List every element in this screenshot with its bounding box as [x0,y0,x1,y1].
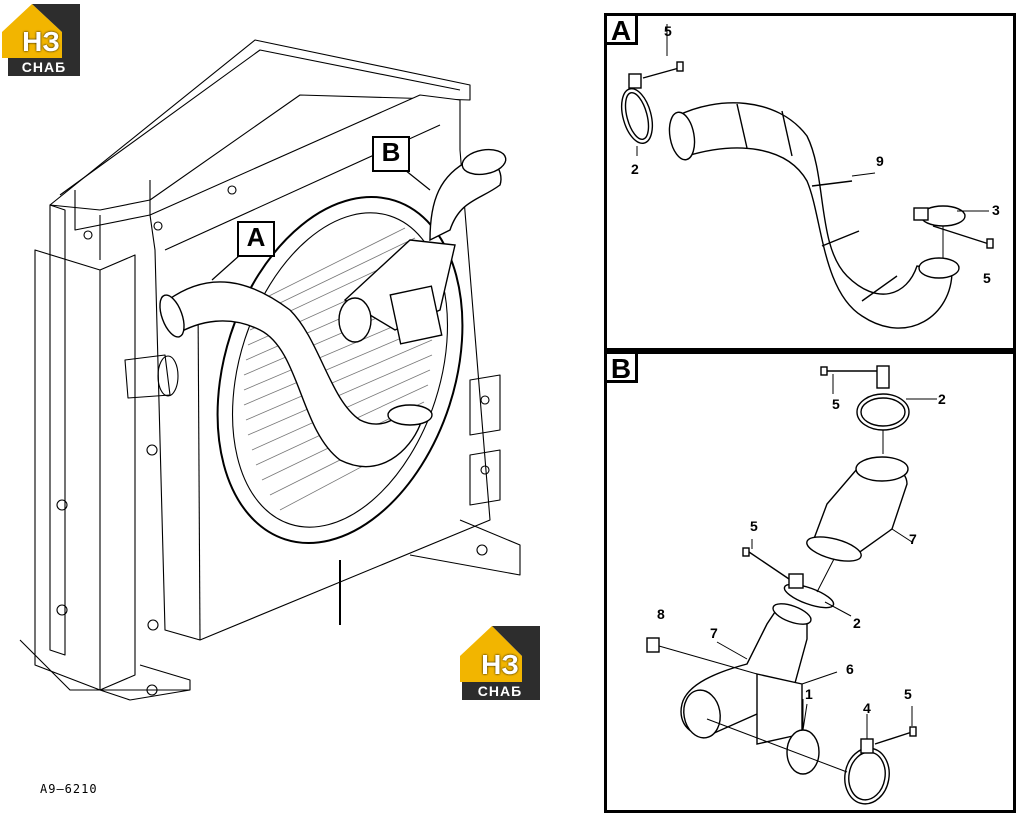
part-label-a-5-top: 5 [664,23,672,39]
radiator-assembly-drawing [19,39,521,701]
part-label-b-8: 8 [657,606,665,622]
detail-panel-a: A [604,13,1016,351]
part-label-b-2-top: 2 [938,391,946,407]
house-logo-icon [2,4,80,76]
logo-mark: НЗ [22,26,60,57]
part-label-a-3: 3 [992,202,1000,218]
panel-a-letter: A [604,13,638,46]
part-label-b-7-lower: 7 [710,625,718,641]
part-label-b-5-top: 5 [832,396,840,412]
logo-mark: НЗ [481,649,519,680]
hose-b-exploded-drawing [646,365,937,805]
callout-a: A [237,221,275,257]
part-label-b-2-mid: 2 [853,615,861,631]
part-label-b-4: 4 [863,700,871,716]
part-label-a-2: 2 [631,161,639,177]
part-label-b-7-upper: 7 [909,531,917,547]
part-label-a-9: 9 [876,153,884,169]
brand-logo-top: НЗ СНАБ [2,2,80,76]
part-label-b-6: 6 [846,661,854,677]
figure-reference: A9–6210 [40,782,98,796]
part-label-b-5-bottom: 5 [904,686,912,702]
house-logo-icon [460,626,540,700]
part-label-b-1: 1 [805,686,813,702]
logo-brand: СНАБ [21,59,67,75]
brand-logo-bottom: НЗ СНАБ [460,624,540,700]
detail-panel-b: B [604,351,1016,813]
part-label-a-5-right: 5 [983,270,991,286]
callout-b: B [372,136,410,172]
hose-a-exploded-drawing [620,24,994,329]
part-label-b-5-mid: 5 [750,518,758,534]
logo-brand: СНАБ [477,683,523,699]
panel-b-letter: B [604,351,638,384]
